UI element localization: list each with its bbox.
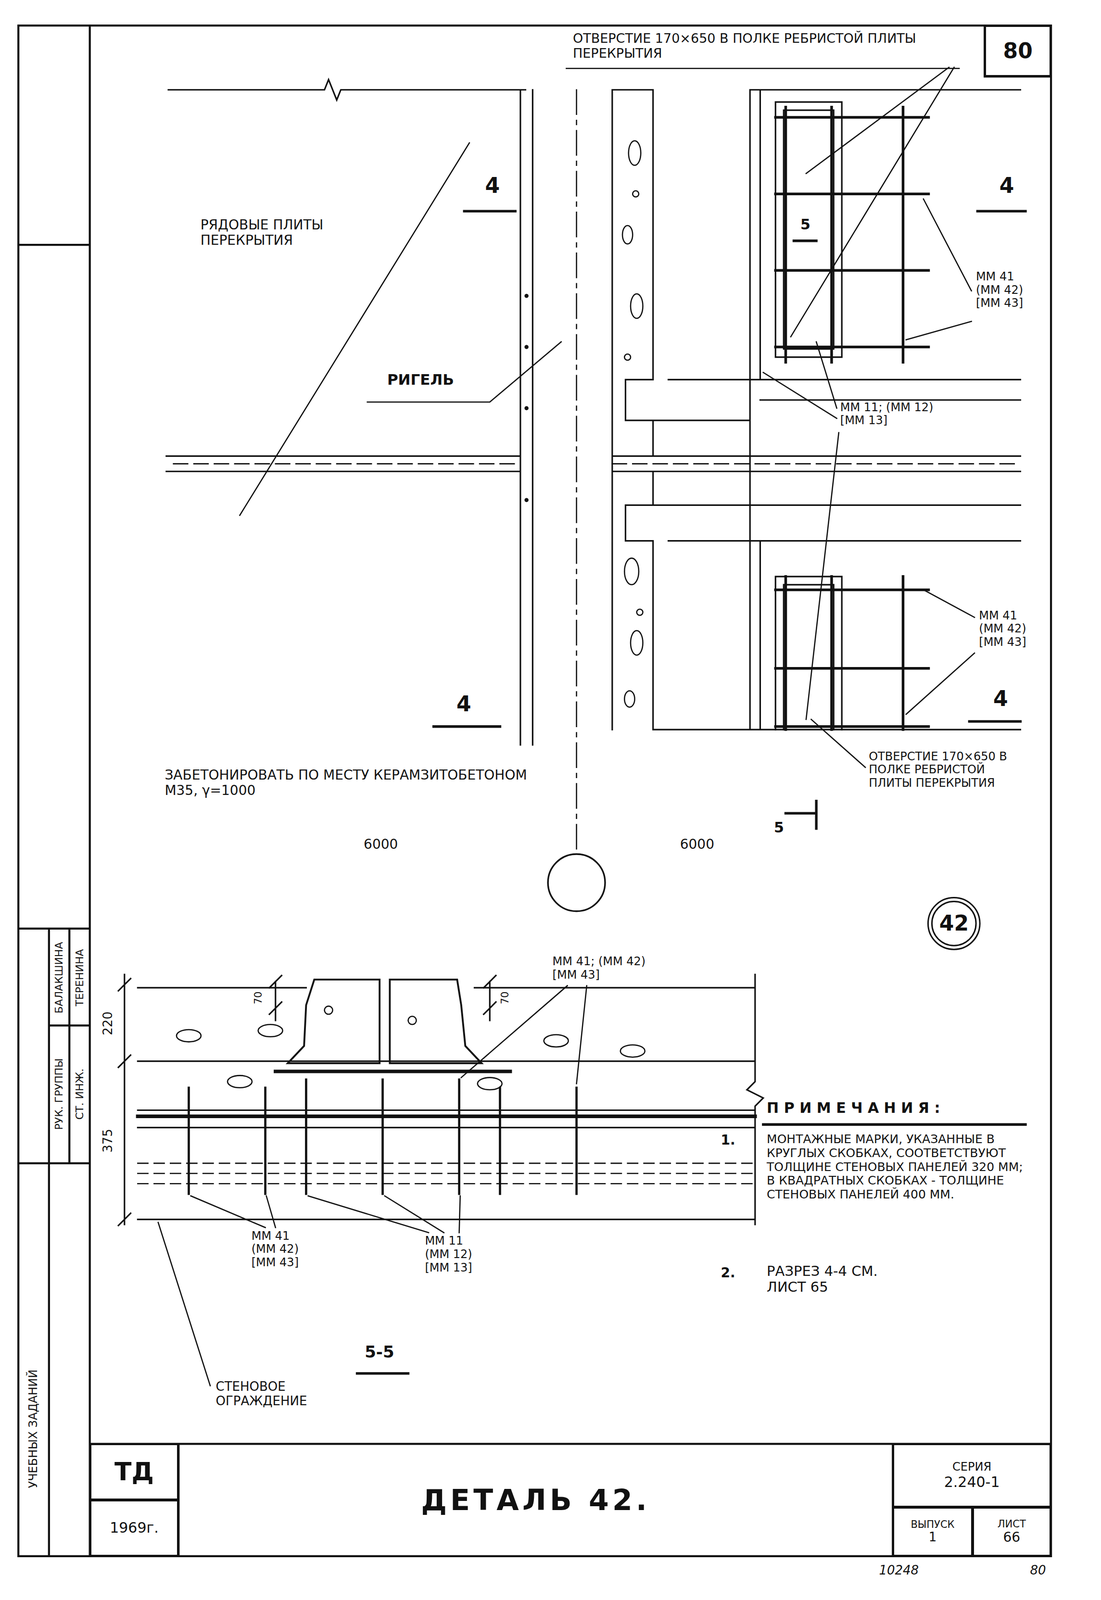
notes-heading: ПРИМЕЧАНИЯ: (765, 1100, 947, 1117)
section-mark: 4 (998, 173, 1016, 199)
part-label: РЯДОВЫЕ ПЛИТЫ ПЕРЕКРЫТИЯ (199, 217, 347, 249)
girder-dots (524, 293, 529, 503)
cell-text: СЕРИЯ (952, 1460, 992, 1475)
inner-ring (932, 901, 977, 946)
cell-value: 66 (1003, 1530, 1021, 1546)
section-title: 5-5 (363, 1342, 396, 1362)
concrete-note: ЗАБЕТОНИРОВАТЬ ПО МЕСТУ КЕРАМЗИТОБЕТОНОМ… (163, 767, 542, 799)
section-mark: 4 (991, 686, 1010, 712)
dimension: 375 (101, 1127, 116, 1155)
hole-note: ОТВЕРСТИЕ 170×650 В ПОЛКЕ РЕБРИСТОЙ ПЛИТ… (867, 750, 1025, 791)
sheet-number-box: 80 (984, 25, 1051, 77)
mark-label: ММ 41 (ММ 42) [ММ 43] (974, 270, 1040, 311)
cell-text: ЛИСТ (997, 1518, 1026, 1531)
axis-circle (547, 854, 606, 912)
note-text: РАЗРЕЗ 4-4 СМ. ЛИСТ 65 (765, 1263, 913, 1296)
part-label: СТЕНОВОЕ ОГРАЖДЕНИЕ (214, 1379, 362, 1409)
drawing-title: ДЕТАЛЬ 42. (419, 1483, 652, 1518)
slab-and-girder-outline (166, 79, 1021, 746)
section-hidden-lines (137, 1163, 755, 1184)
hole-note: ОТВЕРСТИЕ 170×650 В ПОЛКЕ РЕБРИСТОЙ ПЛИТ… (571, 30, 960, 61)
stamp-text: УЧЕБНЫХ ЗАДАНИЙ (26, 1367, 41, 1490)
mark-label: ММ 41 (ММ 42) [ММ 43] (977, 609, 1043, 650)
stamp-name: БАЛАКШИНА (52, 940, 65, 1015)
concrete-aggregate (622, 140, 643, 708)
title-block-cell: ТД (89, 1443, 179, 1501)
section-mark: 5 (772, 819, 786, 837)
detail-callout-circle: 42 (926, 896, 982, 952)
section-mark: 4 (455, 692, 473, 717)
title-block-cell: ВЫПУСК1 (892, 1507, 973, 1557)
dimension: 6000 (678, 836, 716, 853)
cell-value: 1 (928, 1530, 937, 1545)
mark-label: ММ 41 (ММ 42) [ММ 43] (250, 1229, 316, 1270)
stamp-text: СТ. ИНЖ. (73, 1066, 86, 1121)
stamp-text: РУК. ГРУППЫ (52, 1056, 65, 1132)
mark-label: ММ 11 (ММ 12) [ММ 13] (423, 1234, 489, 1275)
anchor-pins (188, 1079, 577, 1195)
title-block-cell: 1969г. (89, 1500, 179, 1557)
part-label: РИГЕЛЬ (385, 371, 456, 389)
dimension: 70 (499, 990, 511, 1007)
note-number: 2. (719, 1265, 737, 1281)
cell-value: 2.240-1 (944, 1474, 1000, 1492)
rib-ends (287, 979, 482, 1064)
dimension: 6000 (362, 836, 400, 853)
cell-text: ВЫПУСК (910, 1518, 955, 1531)
title-block-cell: СЕРИЯ2.240-1 (892, 1443, 1051, 1508)
title-block-cell: ЛИСТ66 (972, 1507, 1051, 1557)
note-text: МОНТАЖНЫЕ МАРКИ, УКАЗАННЫЕ В КРУГЛЫХ СКО… (765, 1132, 1028, 1203)
sheet-frame (18, 25, 1051, 1557)
section-mark: 5 (798, 216, 812, 234)
archive-number: 10248 (877, 1563, 921, 1579)
section-aggregate (176, 1006, 646, 1090)
outer-ring (928, 897, 981, 950)
cell-text: 1969г. (109, 1519, 159, 1537)
joint-filling (173, 463, 1021, 465)
cell-text: 42 (939, 911, 969, 937)
dimension: 70 (252, 990, 265, 1007)
cell-text: ТД (114, 1457, 154, 1487)
cell-text: 80 (1003, 38, 1033, 64)
column-axis (575, 89, 578, 855)
mark-label: ММ 41; (ММ 42) [ММ 43] (551, 955, 660, 982)
dimension: 220 (101, 1010, 116, 1038)
section-outline (118, 974, 764, 1226)
note-number: 1. (719, 1132, 737, 1149)
page-number: 80 (1028, 1563, 1048, 1579)
section-mark: 4 (483, 173, 502, 199)
stamp-name: ТЕРЕНИНА (73, 947, 86, 1008)
mark-label: ММ 11; (ММ 12) [ММ 13] (838, 401, 948, 428)
